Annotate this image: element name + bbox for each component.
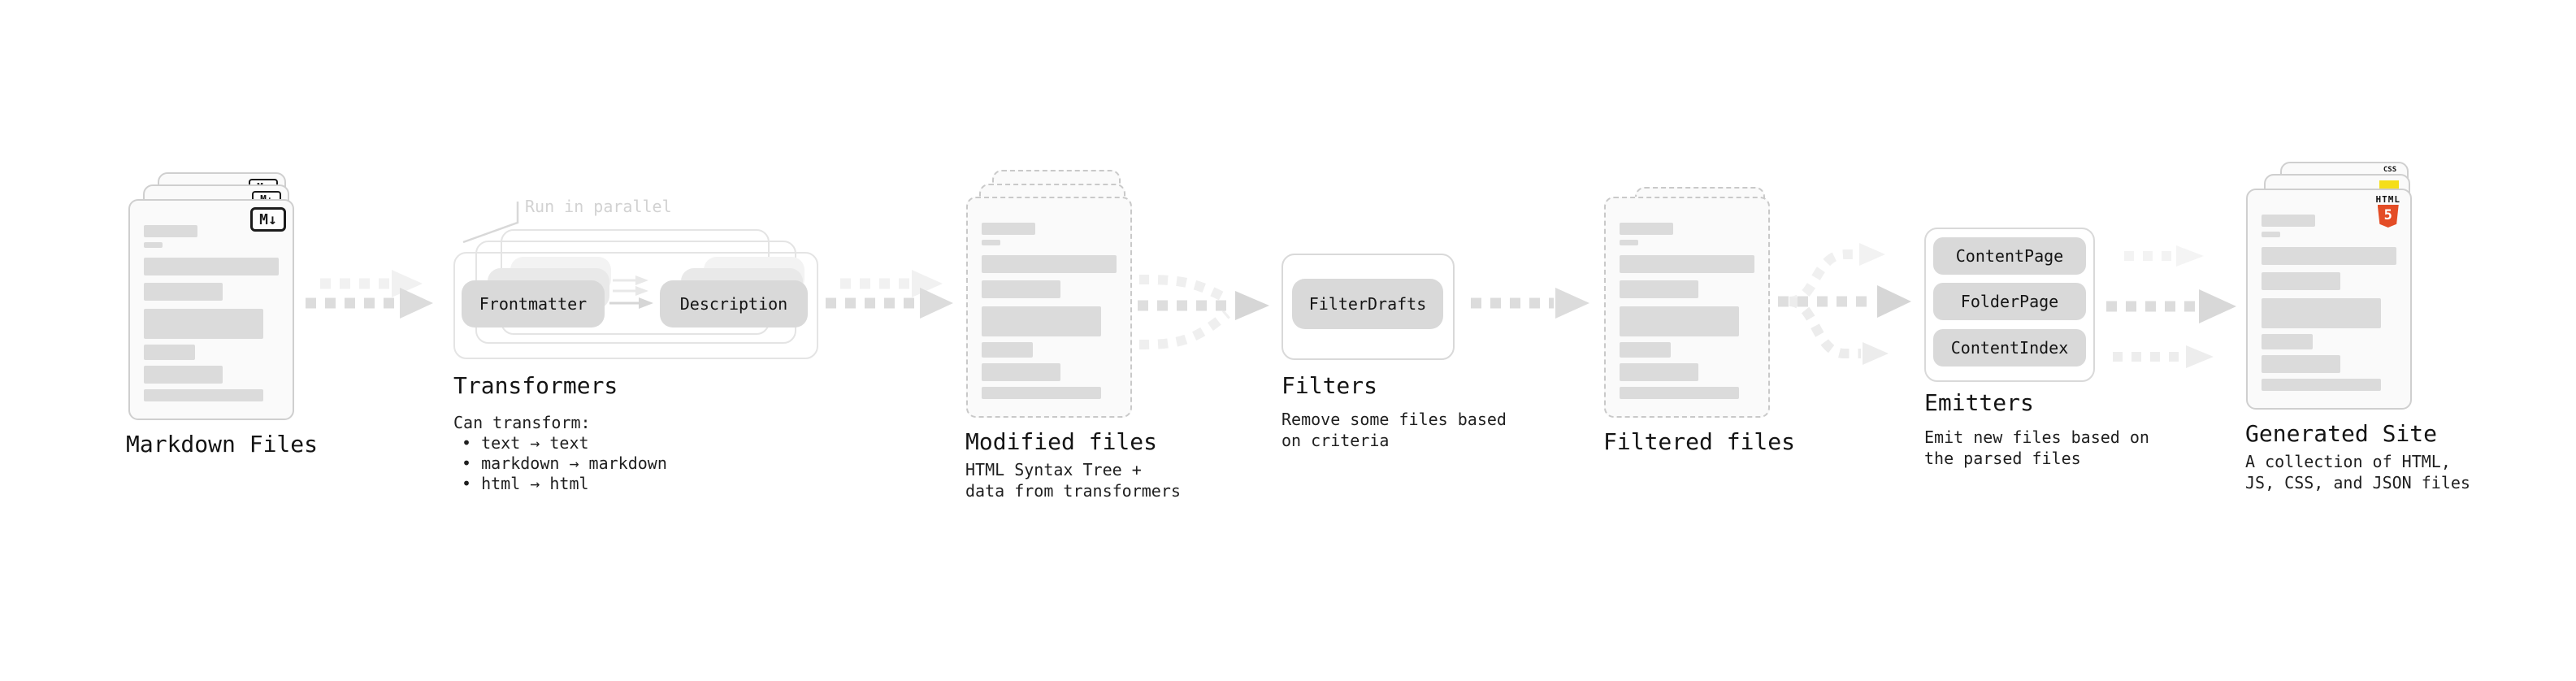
transformer-pill-arrows: [609, 275, 653, 309]
transformer-pill-description: Description: [660, 280, 808, 327]
placeholder-line: [1620, 387, 1739, 399]
filters-desc-line: Remove some files based: [1281, 410, 1507, 429]
placeholder-line: [144, 366, 223, 384]
stage-label-modified-files: Modified files: [965, 428, 1158, 455]
placeholder-line: [982, 363, 1060, 381]
emitter-pill-folderpage: FolderPage: [1933, 283, 2086, 320]
arrow-transformers-to-modified: [826, 270, 953, 319]
doc-content-bars: [1620, 223, 1754, 399]
modified-files-desc-line: HTML Syntax Tree +: [965, 460, 1142, 479]
filters-desc-line: on criteria: [1281, 431, 1390, 450]
placeholder-line: [982, 306, 1101, 336]
stage-heading-emitters: Emitters: [1924, 389, 2034, 416]
html5-icon: HTML 5: [2376, 195, 2401, 228]
emitters-description: Emit new files based on the parsed files: [1924, 427, 2149, 469]
placeholder-line: [2262, 272, 2340, 290]
filter-pill-filterdrafts: FilterDrafts: [1292, 279, 1443, 329]
arrow-filtered-to-emitters: [1778, 243, 1911, 365]
placeholder-line: [144, 258, 279, 275]
html5-icon-shield: 5: [2377, 205, 2399, 228]
placeholder-line: [144, 225, 197, 237]
generated-site-description: A collection of HTML, JS, CSS, and JSON …: [2245, 451, 2470, 493]
stage-label-markdown-files: Markdown Files: [126, 431, 319, 458]
filtered-file-card-front: [1604, 197, 1770, 418]
placeholder-line: [2262, 247, 2396, 265]
placeholder-line: [982, 342, 1033, 358]
placeholder-line: [1620, 342, 1671, 358]
stage-heading-transformers: Transformers: [453, 372, 618, 399]
placeholder-line: [982, 223, 1035, 235]
placeholder-line: [144, 389, 263, 401]
stage-label-filtered-files: Filtered files: [1603, 428, 1796, 455]
placeholder-line: [144, 283, 223, 301]
placeholder-line: [144, 242, 163, 248]
placeholder-line: [982, 255, 1117, 273]
generated-site-desc-line: JS, CSS, and JSON files: [2245, 473, 2470, 492]
placeholder-line: [1620, 255, 1754, 273]
placeholder-line: [2262, 298, 2381, 328]
css-icon-word: CSS: [2383, 166, 2397, 174]
stage-label-generated-site: Generated Site: [2245, 420, 2438, 447]
doc-content-bars: [2262, 215, 2396, 391]
emitters-desc-line: Emit new files based on: [1924, 427, 2149, 447]
placeholder-line: [1620, 280, 1698, 298]
placeholder-line: [982, 280, 1060, 298]
arrow-modified-to-filters: [1138, 275, 1269, 349]
emitter-pill-contentpage: ContentPage: [1933, 237, 2086, 275]
modified-files-description: HTML Syntax Tree + data from transformer…: [965, 459, 1181, 501]
transformer-container-front: [453, 252, 818, 359]
placeholder-line: [1620, 363, 1698, 381]
emitters-desc-line: the parsed files: [1924, 449, 2081, 468]
markdown-icon: M↓: [250, 207, 286, 232]
transformers-bullet: • html → html: [462, 474, 589, 493]
placeholder-line: [2262, 232, 2280, 237]
transformers-description: Can transform: • text → text • markdown …: [453, 413, 667, 494]
placeholder-line: [144, 309, 263, 339]
placeholder-line: [2262, 379, 2381, 391]
placeholder-line: [982, 387, 1101, 399]
arrow-markdown-to-transformers: [306, 270, 433, 319]
placeholder-line: [2262, 355, 2340, 373]
stage-heading-filters: Filters: [1281, 372, 1378, 399]
html5-icon-word: HTML: [2375, 194, 2400, 205]
placeholder-line: [1620, 306, 1739, 336]
doc-content-bars: [144, 225, 279, 401]
transformer-pill-frontmatter: Frontmatter: [462, 280, 605, 327]
placeholder-line: [2262, 215, 2315, 227]
placeholder-line: [1620, 240, 1638, 245]
arrow-emitters-to-generated: [2106, 245, 2236, 368]
placeholder-line: [1620, 223, 1673, 235]
filters-description: Remove some files based on criteria: [1281, 409, 1507, 451]
placeholder-line: [144, 345, 195, 360]
run-in-parallel-leader-line: [462, 202, 519, 244]
transformers-body-title: Can transform:: [453, 413, 591, 432]
modified-file-card-front: [966, 197, 1132, 418]
placeholder-line: [982, 240, 1000, 245]
modified-files-desc-line: data from transformers: [965, 481, 1181, 501]
placeholder-line: [2262, 334, 2313, 349]
emitter-pill-contentindex: ContentIndex: [1933, 329, 2086, 367]
generated-file-card-front: HTML 5: [2246, 189, 2412, 410]
doc-content-bars: [982, 223, 1117, 399]
markdown-file-card-front: M↓: [128, 199, 294, 420]
arrow-filters-to-filtered: [1471, 288, 1589, 319]
transformers-bullet: • markdown → markdown: [462, 453, 667, 473]
run-in-parallel-note: Run in parallel: [525, 197, 672, 216]
generated-site-desc-line: A collection of HTML,: [2245, 452, 2451, 471]
html5-icon-number: 5: [2383, 206, 2392, 223]
transformers-bullet: • text → text: [462, 433, 589, 453]
